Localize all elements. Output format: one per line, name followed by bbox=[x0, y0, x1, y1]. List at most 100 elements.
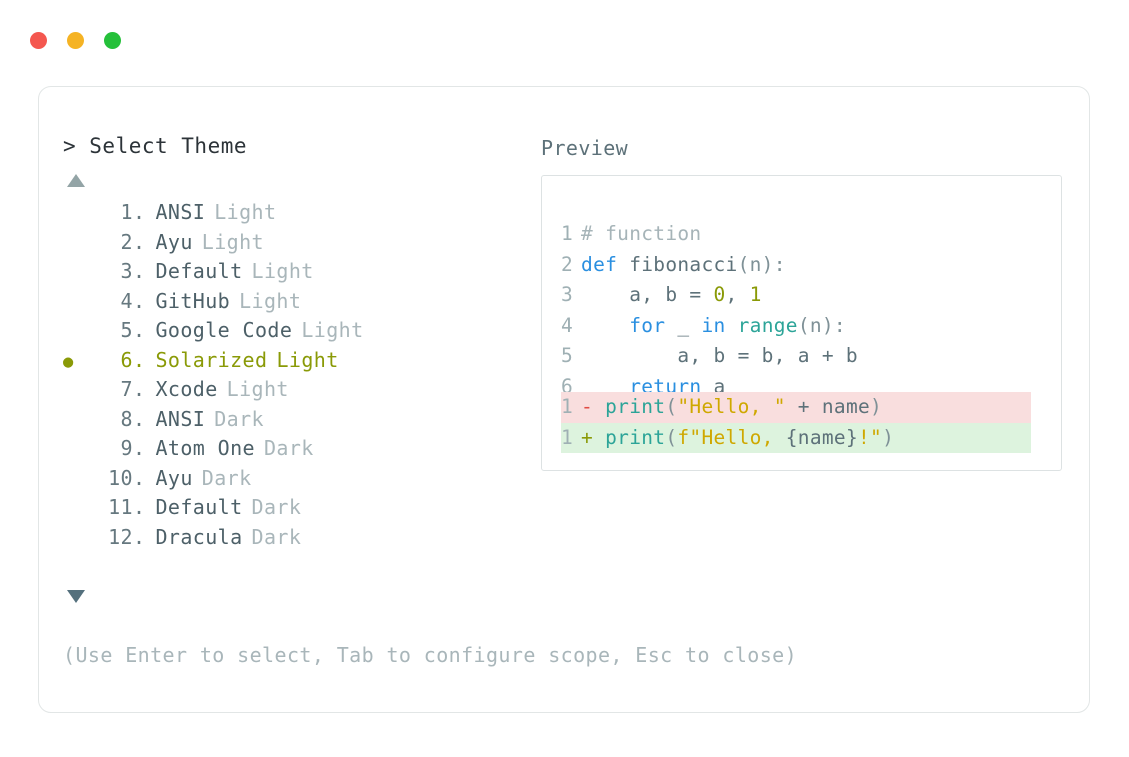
selected-bullet-icon: ● bbox=[63, 531, 89, 548]
selected-bullet-icon: ● bbox=[63, 472, 89, 489]
theme-item-index: 9 bbox=[120, 436, 133, 460]
selected-bullet-icon: ● bbox=[63, 351, 74, 372]
theme-list-item[interactable]: ● 2. Ayu Light bbox=[63, 230, 523, 260]
diff-line: 1+ print(f"Hello, {name}!") bbox=[561, 422, 1031, 453]
theme-picker-card: > Select Theme ●1.ANSILight●2.AyuLight●3… bbox=[38, 86, 1090, 713]
theme-item-separator: . bbox=[133, 436, 146, 460]
diff-sample: 1- print("Hello, " + name)1+ print(f"Hel… bbox=[561, 392, 1031, 453]
triangle-up-icon[interactable] bbox=[67, 174, 85, 187]
diff-marker: + bbox=[581, 425, 594, 449]
theme-item-name: ANSI bbox=[155, 200, 206, 224]
code-token bbox=[726, 314, 738, 337]
code-token: a bbox=[701, 374, 726, 398]
selected-bullet-icon: ● bbox=[63, 442, 89, 459]
theme-item-variant: Dark bbox=[201, 465, 252, 490]
code-token: ( bbox=[665, 395, 678, 418]
theme-item-separator: . bbox=[133, 288, 146, 313]
theme-item-index: 8 bbox=[120, 406, 133, 431]
preview-label: Preview bbox=[541, 136, 629, 160]
code-line: 1 # function bbox=[561, 219, 858, 250]
code-token: ) bbox=[870, 395, 883, 418]
line-number: 1 bbox=[561, 395, 574, 418]
code-token: ( bbox=[665, 425, 678, 449]
line-number: 1 bbox=[561, 425, 574, 449]
theme-item-variant: Light bbox=[201, 229, 264, 254]
window-controls bbox=[30, 32, 121, 49]
theme-item-name: Dracula bbox=[155, 524, 243, 549]
code-line: 5 a, b = b, a + b bbox=[561, 341, 858, 372]
diff-line: 1- print("Hello, " + name) bbox=[561, 392, 1031, 423]
selected-bullet-icon: ● bbox=[63, 295, 89, 312]
theme-item-index: 7 bbox=[120, 377, 133, 401]
theme-item-variant: Dark bbox=[263, 436, 314, 460]
theme-item-name: Ayu bbox=[155, 229, 193, 254]
theme-item-separator: . bbox=[133, 318, 146, 342]
line-number: 6 bbox=[561, 374, 574, 398]
theme-item-name: Default bbox=[155, 259, 243, 283]
code-token: return bbox=[629, 374, 702, 398]
code-token: "Hello, " bbox=[677, 395, 786, 418]
code-token: in bbox=[701, 313, 726, 337]
code-token: ) bbox=[882, 425, 895, 449]
theme-item-separator: . bbox=[133, 524, 146, 549]
code-token: !" bbox=[858, 425, 883, 449]
theme-item-separator: . bbox=[133, 229, 146, 254]
theme-item-index: 2 bbox=[120, 229, 133, 254]
diff-marker: - bbox=[581, 395, 594, 418]
selected-bullet-icon: ● bbox=[63, 206, 89, 223]
code-token: 1 bbox=[749, 283, 762, 306]
theme-list-pane: > Select Theme ●1.ANSILight●2.AyuLight●3… bbox=[63, 87, 533, 712]
minimize-dot[interactable] bbox=[67, 32, 84, 49]
code-line: 4 for _ in range(n): bbox=[561, 311, 858, 342]
line-number: 4 bbox=[561, 313, 574, 337]
theme-item-index: 4 bbox=[120, 288, 133, 313]
close-dot[interactable] bbox=[30, 32, 47, 49]
code-token: print bbox=[605, 425, 666, 449]
theme-item-name: Solarized bbox=[155, 347, 268, 372]
theme-item-name: Ayu bbox=[155, 465, 193, 490]
code-token: print bbox=[605, 395, 666, 418]
line-number: 1 bbox=[561, 222, 574, 245]
code-line: 6 return a bbox=[561, 372, 858, 403]
diff-gap bbox=[593, 395, 605, 418]
line-number: 2 bbox=[561, 252, 574, 276]
theme-item-name: ANSI bbox=[155, 406, 206, 431]
theme-item-variant: Light bbox=[276, 347, 339, 372]
theme-item-name: Default bbox=[155, 495, 243, 519]
selected-bullet-icon: ● bbox=[63, 265, 89, 282]
theme-item-name: Xcode bbox=[155, 377, 218, 401]
code-token: {name} bbox=[785, 425, 859, 449]
code-token bbox=[581, 314, 629, 337]
theme-item-separator: . bbox=[133, 495, 146, 519]
theme-item-name: Google Code bbox=[155, 318, 293, 342]
code-token: a, b = b, a + b bbox=[581, 344, 858, 367]
theme-item-variant: Light bbox=[239, 288, 302, 313]
selected-bullet-icon: ● bbox=[63, 236, 89, 253]
theme-item-variant: Dark bbox=[251, 495, 302, 519]
triangle-down-icon[interactable] bbox=[67, 590, 85, 603]
theme-item-separator: . bbox=[133, 465, 146, 490]
code-line: 3 a, b = 0, 1 bbox=[561, 280, 858, 311]
line-number: 3 bbox=[561, 283, 574, 306]
code-token: # function bbox=[581, 222, 702, 245]
diff-gap bbox=[593, 426, 605, 449]
code-token: fibonacci bbox=[629, 252, 738, 276]
theme-list: ●1.ANSILight●2.AyuLight●3.DefaultLight●4… bbox=[63, 200, 523, 554]
theme-item-variant: Light bbox=[301, 318, 364, 342]
maximize-dot[interactable] bbox=[104, 32, 121, 49]
code-token: a, b = bbox=[581, 283, 714, 306]
